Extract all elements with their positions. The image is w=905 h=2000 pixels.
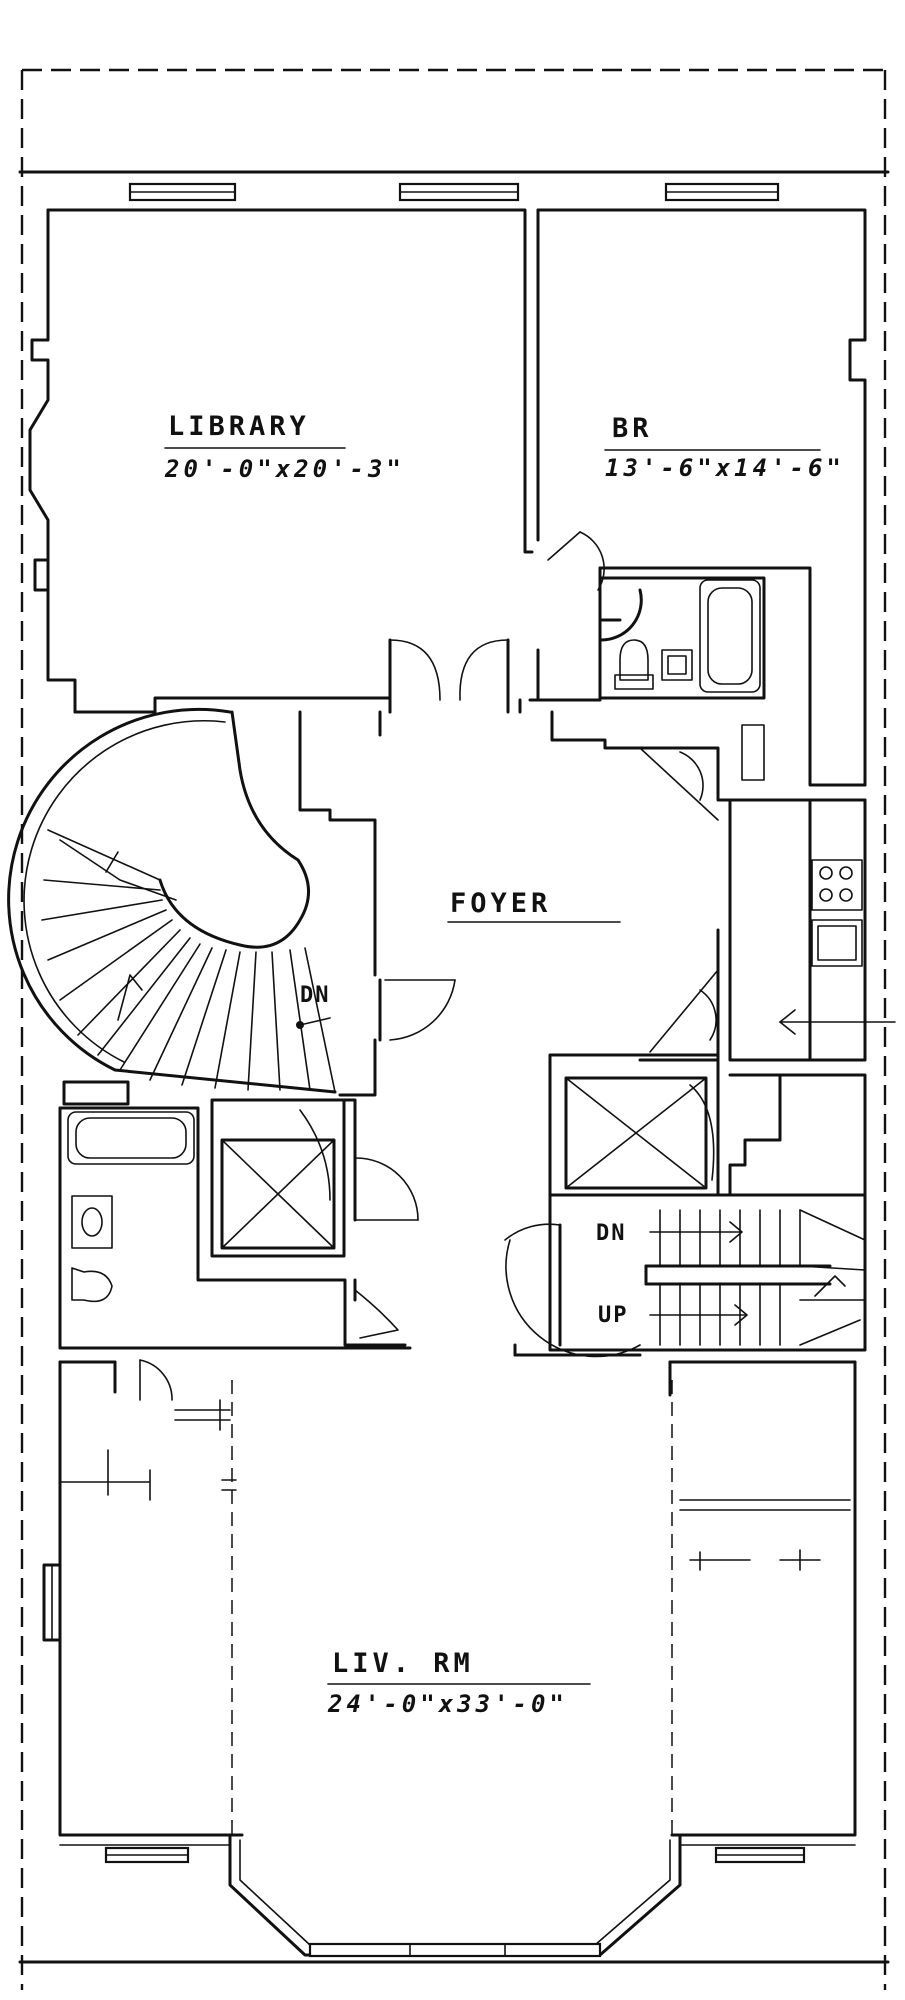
service-stair-treads-upper	[649, 1209, 801, 1267]
spiral-treads	[41, 829, 336, 1093]
service-dn-label: DN	[596, 1221, 627, 1246]
living-dims: 24'-0"x33'-0"	[327, 1690, 568, 1718]
living-name: LIV. RM	[332, 1648, 474, 1679]
br-name: BR	[612, 413, 653, 444]
left-elevator	[210, 1098, 419, 1339]
right-elevator	[548, 1053, 867, 1202]
foyer-left-walls	[298, 710, 456, 1097]
bedroom-walls	[536, 208, 867, 787]
br-bathroom	[598, 566, 766, 781]
top-windows	[128, 182, 780, 202]
spiral-staircase	[7, 707, 337, 1094]
library-name: LIBRARY	[168, 411, 310, 442]
service-up-label: UP	[598, 1303, 629, 1328]
spiral-dn-label: DN	[300, 983, 331, 1008]
property-lines	[18, 68, 890, 1990]
left-bathroom	[58, 1080, 412, 1401]
service-stair-treads-lower	[649, 1283, 781, 1346]
living-room-walls	[42, 1360, 857, 1958]
kitchen	[550, 710, 896, 1062]
foyer-double-door	[388, 638, 602, 714]
library-dims: 20'-0"x20'-3"	[164, 455, 405, 483]
br-dims: 13'-6"x14'-6"	[605, 454, 845, 482]
service-staircase	[504, 1193, 867, 1358]
foyer-name: FOYER	[450, 888, 551, 919]
room-labels: LIBRARY 20'-0"x20'-3" BR 13'-6"x14'-6" F…	[164, 411, 845, 1718]
